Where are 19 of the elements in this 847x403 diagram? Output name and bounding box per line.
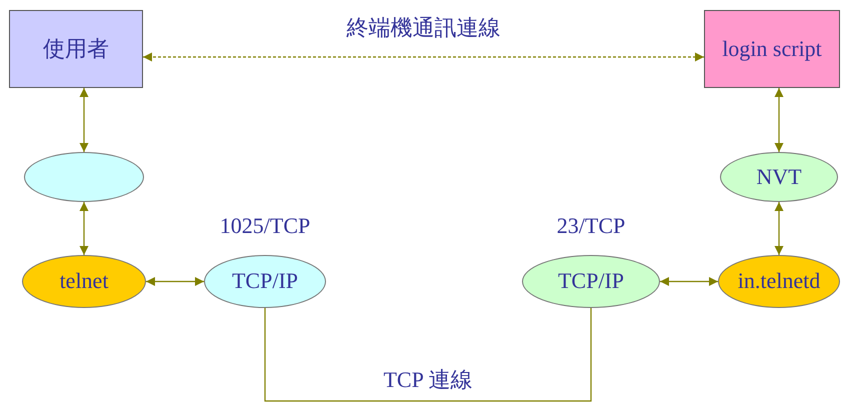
node-label: 使用者 bbox=[43, 36, 109, 62]
node-label: in.telnetd bbox=[738, 269, 820, 294]
connector bbox=[146, 277, 204, 286]
connector bbox=[80, 202, 88, 255]
port-label: 23/TCP bbox=[556, 213, 626, 239]
node-label: login script bbox=[722, 36, 822, 62]
node-label: TCP/IP bbox=[232, 269, 298, 294]
dashed-arrow bbox=[143, 52, 704, 62]
connector bbox=[264, 308, 592, 402]
connector bbox=[774, 202, 784, 255]
process-box bbox=[704, 10, 840, 88]
connector bbox=[774, 88, 784, 152]
node-label: TCP/IP bbox=[558, 269, 624, 294]
connector bbox=[660, 277, 718, 286]
node-label: telnet bbox=[60, 269, 108, 294]
node-label: NVT bbox=[756, 164, 802, 190]
connector bbox=[80, 88, 88, 152]
port-label: 1025/TCP bbox=[220, 213, 310, 239]
process-box bbox=[9, 10, 143, 88]
